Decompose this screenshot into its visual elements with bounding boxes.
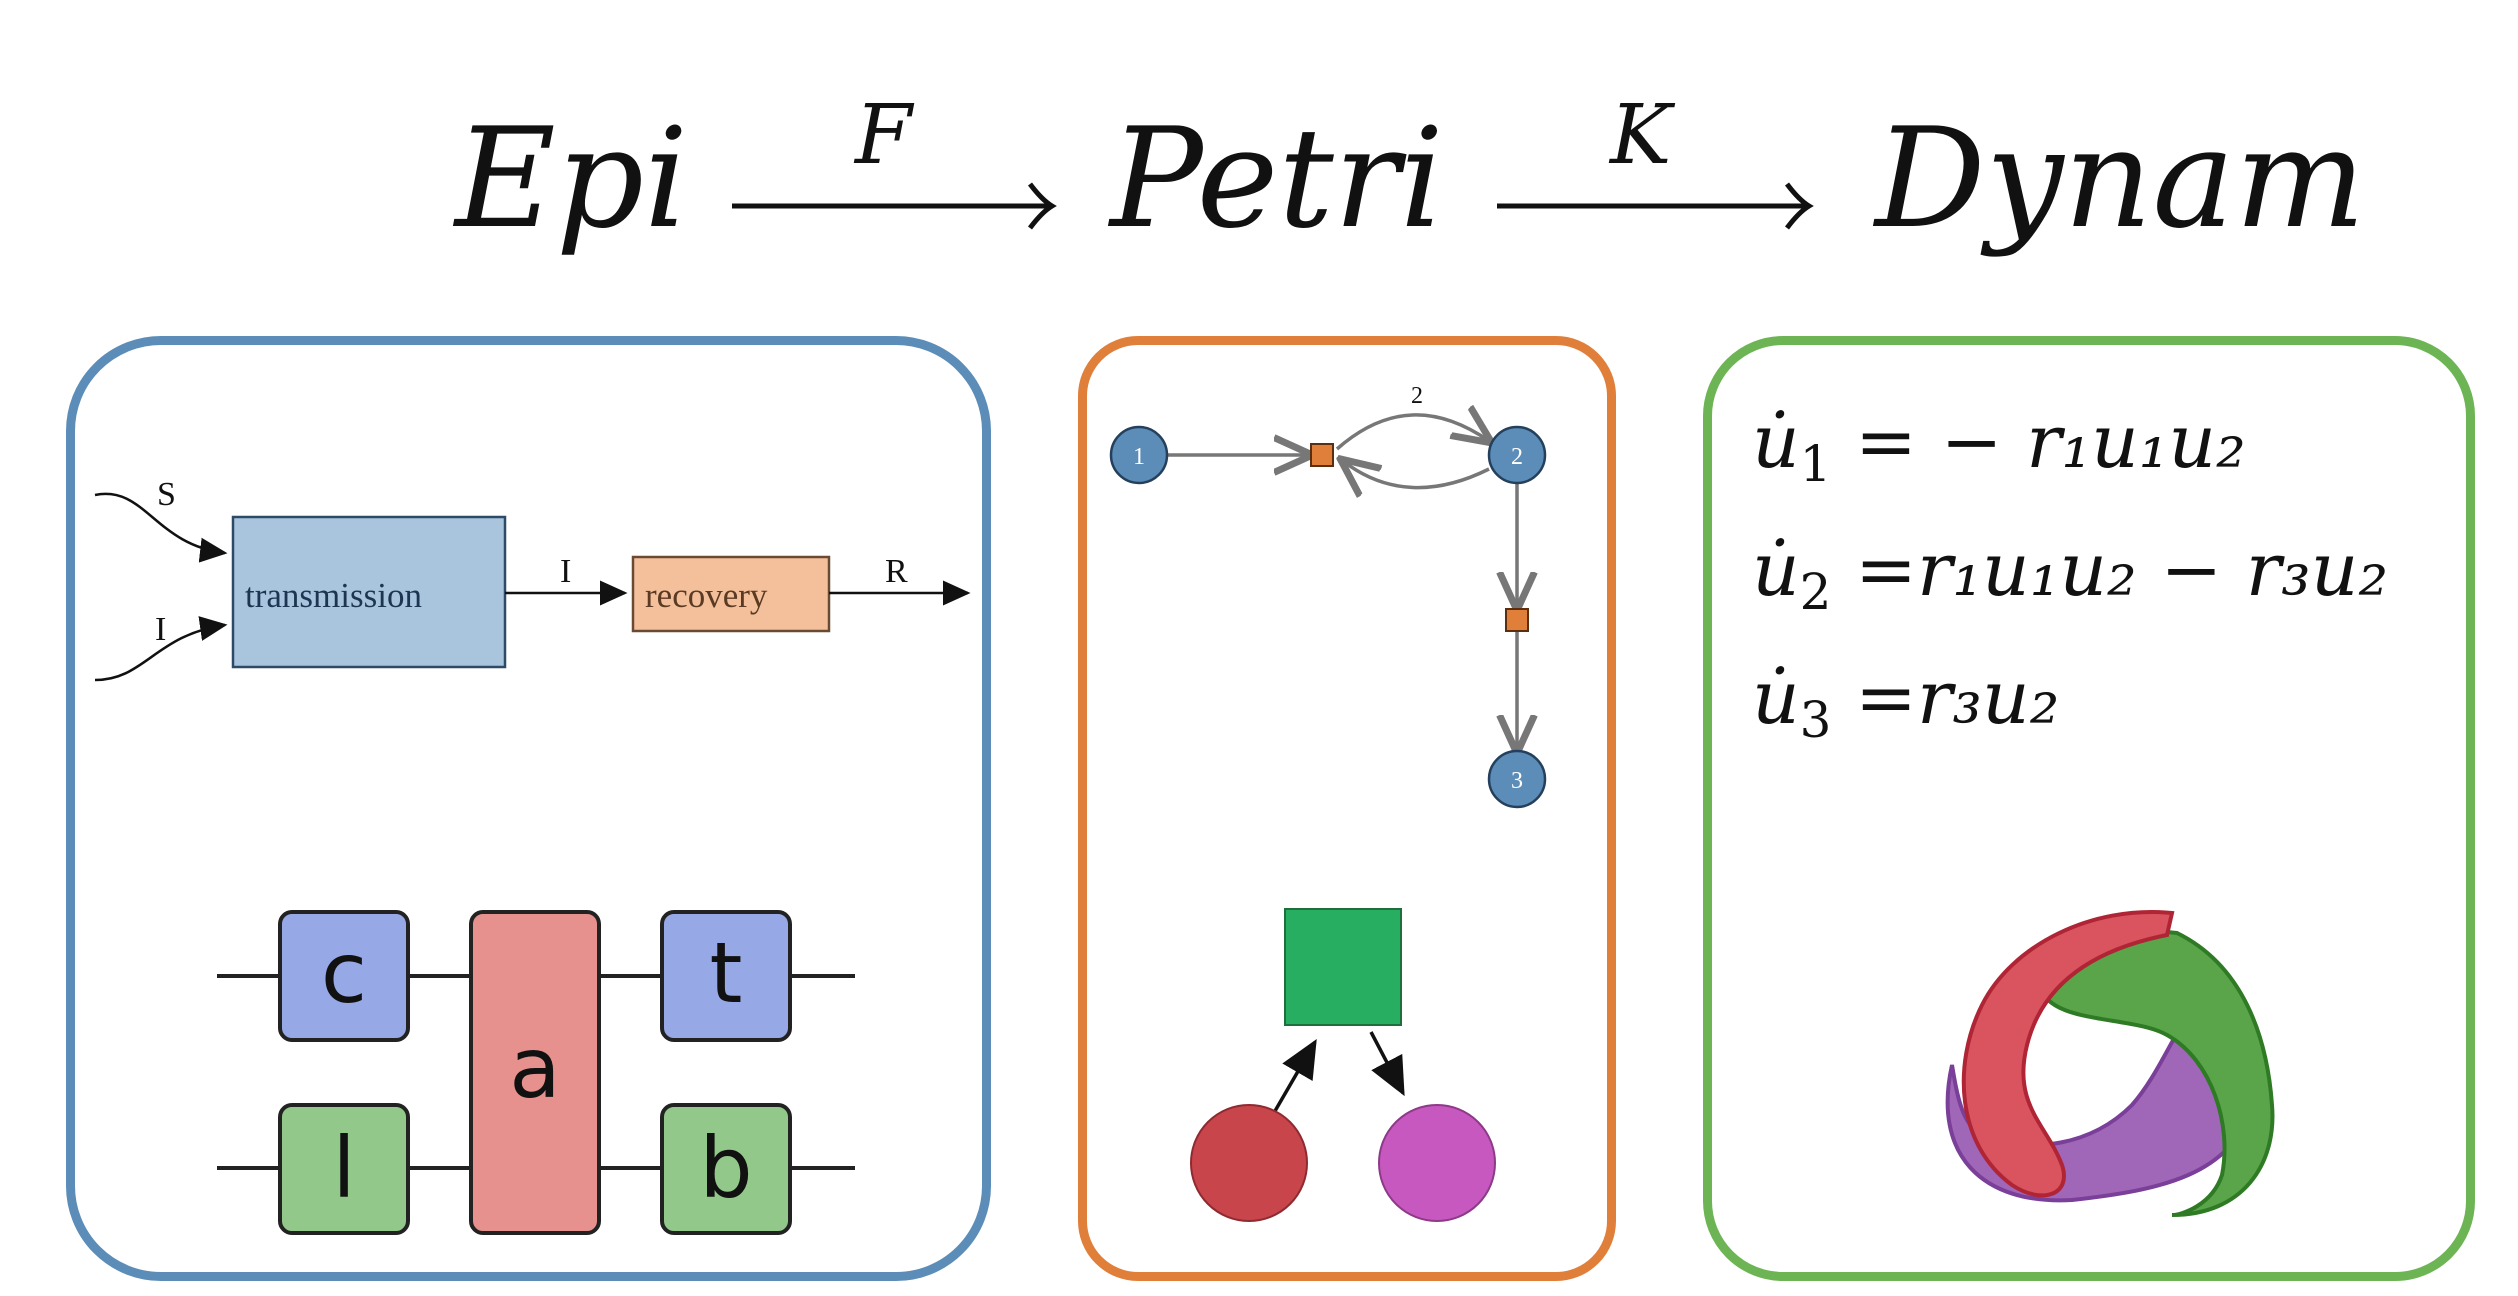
wire-label-r: R: [885, 553, 908, 590]
functor-header: Epi F Petri K Dynam: [0, 0, 2518, 320]
transmission-box: [231, 515, 507, 669]
arrow-f-icon: [732, 182, 1057, 230]
pink-place-circle: [1378, 1104, 1496, 1222]
functor-k-label: K: [1610, 88, 1672, 183]
dynam-panel: u̇1 = − r₁u₁u₂ u̇2 =r₁u₁u₂ − r₃u₂ u̇3 =r…: [1703, 336, 2475, 1281]
petri-panel: 2 1 2 3: [1078, 336, 1616, 1281]
edge-red-to-square: [1273, 1038, 1317, 1112]
edge-t1-2: [1335, 415, 1489, 451]
equation-3-lhs: u̇3: [1752, 655, 1832, 749]
box-c-label: c: [321, 924, 367, 1022]
category-petri: Petri: [1110, 98, 1444, 259]
wire-label-i-in: I: [155, 611, 166, 648]
red-place-circle: [1190, 1104, 1308, 1222]
input-wire-s: [94, 492, 228, 563]
arrow-k-icon: [1497, 182, 1814, 230]
equation-1: u̇1 = − r₁u₁u₂: [1752, 405, 2246, 489]
box-a: [469, 910, 601, 1235]
equation-2-rhs: =r₁u₁u₂ − r₃u₂: [1855, 527, 2389, 613]
red-lobe: [1961, 910, 2175, 1198]
equation-3-rhs: =r₃u₂: [1855, 655, 2060, 741]
box-b-label: b: [699, 1119, 752, 1217]
equation-1-lhs: u̇1: [1752, 399, 1832, 493]
box-l-label: l: [332, 1119, 355, 1217]
place-2: [1487, 425, 1547, 485]
transition-1: [1310, 443, 1334, 467]
input-wire-i: [94, 616, 228, 682]
box-a-label: a: [509, 1019, 560, 1117]
transmission-label: transmission: [245, 576, 422, 615]
category-epi: Epi: [455, 98, 689, 259]
recovery-box: [631, 555, 831, 633]
place-2-label: 2: [1511, 444, 1523, 470]
equation-3: u̇3 =r₃u₂: [1752, 661, 2059, 745]
wire-label-i-mid: I: [560, 553, 571, 590]
edge-weight: 2: [1411, 383, 1423, 409]
place-1: [1109, 425, 1169, 485]
transition-2: [1505, 608, 1529, 632]
box-t: [660, 910, 792, 1042]
equation-2: u̇2 =r₁u₁u₂ − r₃u₂: [1752, 533, 2388, 617]
petri-diagram: 2 1 2 3: [1109, 383, 1547, 1222]
category-dynam: Dynam: [1875, 98, 2366, 259]
edge-square-to-pink: [1369, 1031, 1405, 1097]
box-b: [660, 1103, 792, 1235]
place-3-label: 3: [1511, 768, 1523, 794]
edge-2-t1: [1343, 461, 1490, 488]
box-c: [278, 910, 410, 1042]
place-3: [1487, 749, 1547, 809]
equation-1-rhs: = − r₁u₁u₂: [1855, 399, 2246, 485]
epi-diagram: S I transmission I recovery R c a t l b: [94, 476, 971, 1235]
vector-field-logo-icon: [1945, 910, 2275, 1217]
functor-f-label: F: [855, 88, 912, 183]
box-t-label: t: [710, 924, 743, 1022]
equation-2-lhs: u̇2: [1752, 527, 1832, 621]
recovery-label: recovery: [645, 576, 768, 615]
wire-label-s: S: [157, 476, 176, 513]
box-l: [278, 1103, 410, 1235]
epi-panel: S I transmission I recovery R c a t l b: [66, 336, 991, 1281]
green-transition-square: [1284, 908, 1402, 1026]
place-1-label: 1: [1133, 444, 1145, 470]
